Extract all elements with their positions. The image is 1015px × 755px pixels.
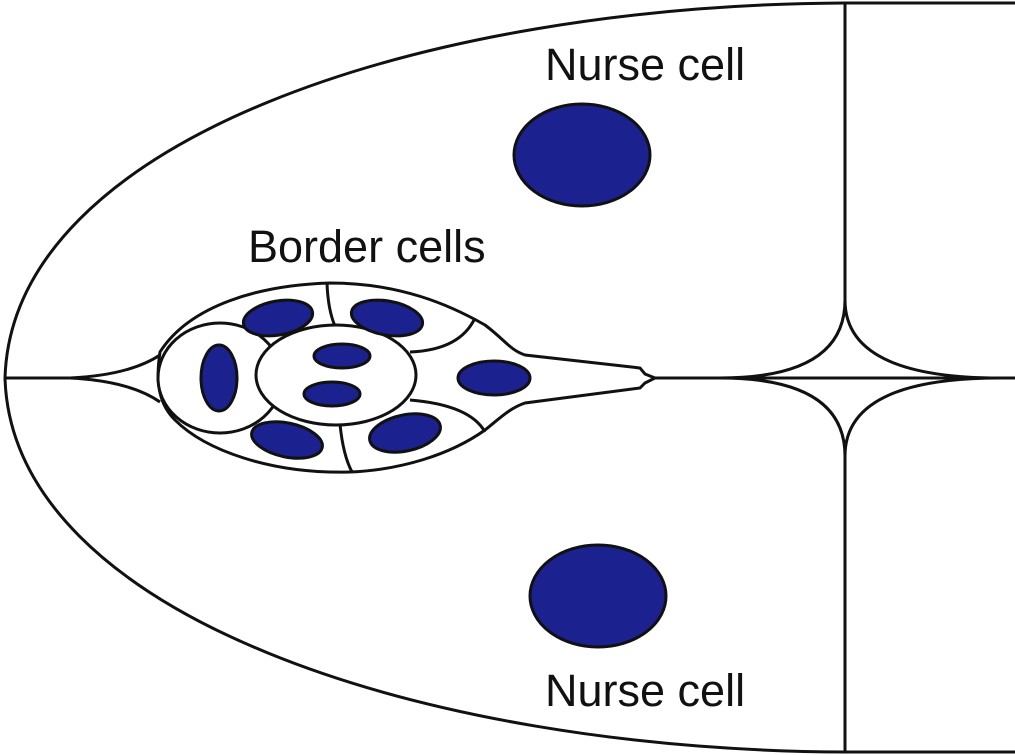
nurse-cell-boundary-vertical [719, 3, 1001, 752]
nucleus [456, 359, 532, 397]
nucleus [241, 298, 315, 338]
nurse-cell-label-bottom: Nurse cell [545, 665, 746, 716]
central-polar-cell [254, 323, 418, 427]
nurse-cell-label-top: Nurse cell [545, 39, 746, 90]
nucleus [302, 380, 362, 408]
nurse-cell-nucleus-bottom [528, 543, 668, 649]
border-cells-label: Border cells [248, 221, 486, 272]
nurse-cell-boundary-horizontal [5, 353, 1015, 404]
border-cell-nuclei [199, 298, 532, 460]
nucleus [349, 298, 425, 338]
nucleus [312, 342, 372, 370]
nucleus [199, 343, 239, 413]
nurse-cell-nucleus-top [512, 102, 652, 208]
nucleus [368, 412, 442, 454]
nucleus [250, 420, 324, 460]
border-cell-divider-lines [325, 282, 487, 473]
